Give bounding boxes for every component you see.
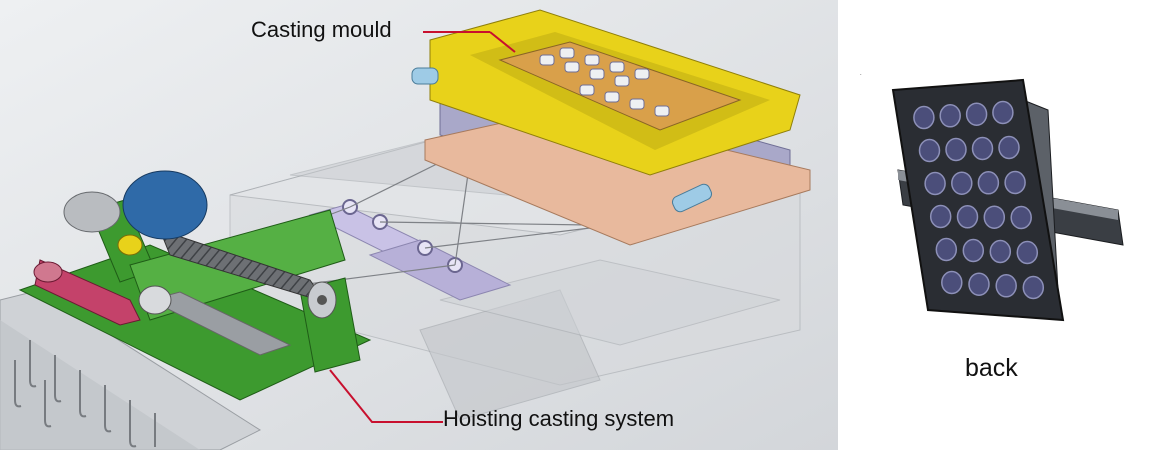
svg-text:.: . bbox=[860, 71, 862, 77]
cavity-cell bbox=[935, 237, 958, 262]
cavity-cell bbox=[1016, 240, 1039, 265]
cavity-cell bbox=[945, 137, 967, 162]
cavity-cell bbox=[983, 205, 1006, 229]
cavity-cell bbox=[929, 204, 952, 229]
hoisting-system-label: Hoisting casting system bbox=[443, 406, 675, 431]
casting-machine-render bbox=[0, 0, 838, 450]
cavity-cell bbox=[962, 238, 985, 263]
cavity-cell bbox=[918, 138, 941, 163]
cavity-cell bbox=[965, 102, 988, 126]
cavity-cell bbox=[939, 104, 961, 128]
cavity-cell bbox=[977, 171, 1000, 195]
cavity-cell bbox=[968, 272, 990, 296]
pulley-rail bbox=[249, 154, 591, 301]
motor bbox=[63, 191, 121, 233]
back-label: back bbox=[965, 354, 1018, 382]
cavity-cell bbox=[992, 100, 1014, 125]
mould-back-render: . bbox=[838, 0, 1150, 450]
cavity-cell bbox=[989, 239, 1012, 264]
hook-rack bbox=[0, 289, 262, 450]
cavity-cell bbox=[913, 105, 935, 130]
casting-mould bbox=[411, 9, 811, 246]
cavity-cell bbox=[998, 135, 1020, 160]
cavity-grid bbox=[913, 100, 1045, 300]
cavity-cell bbox=[1022, 275, 1045, 300]
hoist-leader-line bbox=[329, 369, 443, 423]
cavity-cell bbox=[941, 270, 963, 295]
cavity-cell bbox=[995, 274, 1017, 298]
cavity-cell bbox=[924, 171, 946, 196]
casting-mould-label: Casting mould bbox=[251, 17, 392, 42]
mould-pipe-left bbox=[411, 67, 439, 85]
gear-cover bbox=[122, 170, 208, 240]
hoisting-casting-system bbox=[18, 170, 372, 401]
cavity-cell bbox=[1004, 170, 1026, 195]
cavity-cell bbox=[1010, 205, 1032, 230]
cavity-cell bbox=[951, 171, 973, 195]
mould-pipe-right bbox=[671, 183, 713, 213]
cavity-cell bbox=[971, 136, 994, 161]
callout-leaders bbox=[329, 31, 516, 423]
cavity-cell bbox=[956, 205, 979, 229]
